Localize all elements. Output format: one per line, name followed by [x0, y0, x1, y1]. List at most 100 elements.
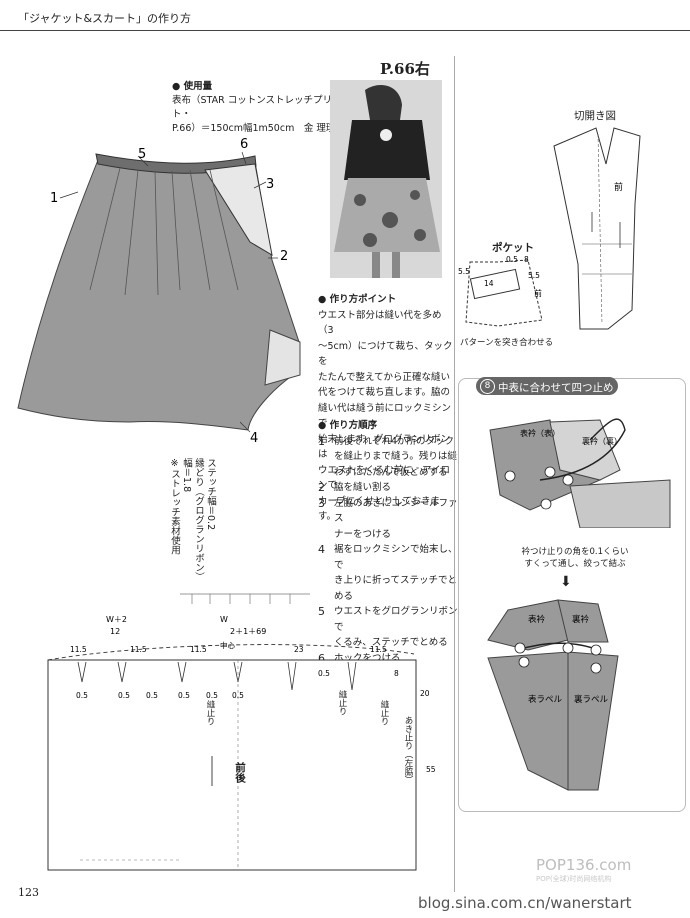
pattern-width: 11.5	[130, 645, 147, 654]
points-line: ～5cm）につけて裁ち、タックを	[318, 340, 453, 368]
step-number: 4	[318, 543, 325, 556]
step8-label-omote-eri: 表衿（表）	[520, 428, 560, 438]
pattern-side-dim: 55	[426, 765, 436, 774]
model-photo	[330, 80, 442, 278]
page-reference: P.66右	[380, 60, 430, 78]
step8-number: 8	[480, 379, 495, 394]
step8-label-ura-lapel: 裏ラペル	[574, 694, 609, 705]
pattern-tuck: 0.5	[146, 691, 158, 700]
step-line: わずにたたんで仮どめする	[334, 466, 448, 478]
pocket-diagram: 0.5 8 5.5 5.5 14 前	[458, 255, 543, 327]
step8-caption-line: 衿つけ止りの角を0.1くらい	[521, 547, 629, 557]
pocket-dim: 14	[484, 279, 494, 288]
step-line: くるみ、ステッチでとめる	[334, 637, 448, 648]
step8-label-omote-lapel: 表ラペル	[528, 694, 563, 705]
step8-caption: 衿つけ止りの角を0.1くらい すくって通し、絞って結ぶ	[500, 546, 650, 570]
header-rule	[0, 30, 690, 31]
watermark-blog: blog.sina.com.cn/wanerstart	[418, 894, 632, 912]
step8-title: 中表に合わせて四つ止め	[498, 382, 614, 394]
header-title: 「ジャケット&スカート」の作り方	[18, 12, 192, 25]
pattern-width: 11.5	[190, 645, 207, 654]
pocket-front-label: 前	[534, 288, 542, 298]
page-number: 123	[18, 886, 39, 899]
points-line: たたんで整えてから正確な縫い	[318, 371, 451, 383]
pattern-tuck: 0.5	[318, 669, 330, 678]
pattern-stop-label: 縫止り	[205, 700, 215, 726]
pattern-center: 中心	[220, 640, 235, 650]
pattern-width: 11.5	[70, 645, 87, 654]
skirt-label-5: 5	[138, 147, 146, 162]
skirt-label-3: 3	[266, 177, 274, 192]
pattern-side-dim: 20	[420, 689, 430, 698]
pattern-opening-label: あき止り（左脇）	[403, 716, 413, 784]
order-step: 6 ホックをつける	[318, 651, 458, 667]
step8-down-arrow: ⬇	[560, 574, 572, 590]
points-line: ウエストをくるむ前に、アイロンで	[318, 464, 451, 492]
pocket-dim: 8	[524, 255, 529, 264]
step8-header: 8 中表に合わせて四つ止め	[476, 377, 618, 395]
step8-label-omote-eri-b: 表衿	[528, 614, 546, 625]
vertical-notes: ステッチ幅＝0.2 縁どり（グログランリボン）幅＝1.8 ※ストレッチ素材使用	[168, 458, 216, 588]
pattern-tuck: 0.5	[76, 691, 88, 700]
pattern-width: 11.5	[370, 645, 387, 654]
step8-bottom-diagram: 表衿 裏衿 表ラペル 裏ラペル	[487, 599, 619, 791]
order-step: 3 左脇のあきにコンシールファスナーをつける	[318, 496, 458, 543]
skirt-label-1: 1	[50, 191, 58, 206]
pattern-tuck: 8	[394, 669, 399, 678]
page-header: 「ジャケット&スカート」の作り方	[0, 0, 690, 34]
order-step: 4 裾をロックミシンで始末し、でき上りに折ってステッチでとめる	[318, 542, 458, 604]
points-line: 代をつけて裁ち直します。脇の	[318, 387, 451, 398]
step-number: 6	[318, 651, 325, 665]
materials-line: P.66）＝150cm幅1m50cm 金 理璞	[172, 123, 336, 134]
note-line: ステッチ幅＝0.2	[205, 458, 216, 531]
pattern-tuck: 0.5	[232, 691, 244, 700]
step-line: ナーをつける	[334, 528, 392, 540]
step-line: を縫止りまで縫う。残りは縫	[334, 451, 457, 462]
pattern-formula2-tail: 2＋1＋69	[230, 627, 266, 636]
note-line: 縁どり（グログランリボン）幅＝1.8	[181, 458, 204, 582]
order-heading: ● 作り方順序	[318, 420, 378, 431]
points-heading: ● 作り方ポイント	[318, 294, 397, 305]
step8-label-ura-eri: 裏衿（裏）	[582, 436, 622, 446]
step-line: める	[334, 590, 354, 602]
step-line: 脇を縫い割る	[334, 482, 392, 493]
pocket-title: ポケット	[492, 242, 534, 254]
points-line: 縫い代は縫う前にロックミシンで	[318, 402, 452, 430]
step-line: 前後それぞれ4か所のタック	[334, 435, 455, 447]
step8-caption-line: すくって通し、絞って結ぶ	[524, 559, 626, 569]
note-line: ※ストレッチ素材使用	[169, 458, 180, 555]
step8-top-diagram: 表衿（表） 裏衿（裏）	[489, 418, 671, 528]
step-number: 3	[318, 496, 325, 510]
points-line: ウエスト部分は縫い代を多め（3	[318, 309, 442, 337]
kirihiraki-title: 切開き図	[574, 110, 616, 122]
pattern-tuck: 0.5	[178, 691, 190, 700]
pattern-formula1-den: 12	[110, 627, 120, 636]
pattern-formula2: W	[220, 615, 228, 624]
points-line: 始末します。グログランリボンは	[318, 433, 451, 461]
watermark-logo: POP136.com	[536, 856, 632, 874]
materials-line: 表布（STAR コットンストレッチプリント・	[172, 95, 342, 120]
pattern-stop-label: 縫止り	[379, 700, 389, 726]
pattern-tuck: 0.5	[118, 691, 130, 700]
order-step: 1 前後それぞれ4か所のタックを縫止りまで縫う。残りは縫わずにたたんで仮どめする	[318, 434, 458, 481]
points-block: ● 作り方ポイント ウエスト部分は縫い代を多め（3 ～5cm）につけて裁ち、タッ…	[318, 292, 456, 525]
skirt-label-2: 2	[280, 249, 288, 264]
order-block: ● 作り方順序 1 前後それぞれ4か所のタックを縫止りまで縫う。残りは縫わずにた…	[318, 418, 458, 666]
step-number: 5	[318, 605, 325, 618]
step-number: 2	[318, 481, 325, 494]
kirihiraki-front-label: 前	[614, 181, 623, 193]
step-line: 裾をロックミシンで始末し、で	[334, 544, 458, 571]
step-line: 左脇のあきにコンシールファス	[334, 497, 458, 525]
column-divider	[454, 56, 455, 892]
order-step: 5 ウエストをグログランリボンでくるみ、ステッチでとめる	[318, 604, 458, 651]
skirt-illustration: 1 2 3 4 5 6	[17, 137, 301, 446]
pocket-dim: 0.5	[506, 255, 518, 264]
step8-label-ura-eri-b: 裏衿	[572, 614, 590, 625]
materials-block: ● 使用量 表布（STAR コットンストレッチプリント・ P.66）＝150cm…	[172, 80, 342, 136]
pocket-dim: 5.5	[528, 271, 540, 280]
pocket-dim: 5.5	[458, 267, 470, 276]
watermark-sub: POP(全球)时尚网络机构	[536, 875, 612, 883]
pattern-tuck: 0.5	[206, 691, 218, 700]
step-line: き上りに折ってステッチでと	[334, 575, 458, 586]
pocket-caption: パターンを突き合わせる	[460, 338, 554, 348]
